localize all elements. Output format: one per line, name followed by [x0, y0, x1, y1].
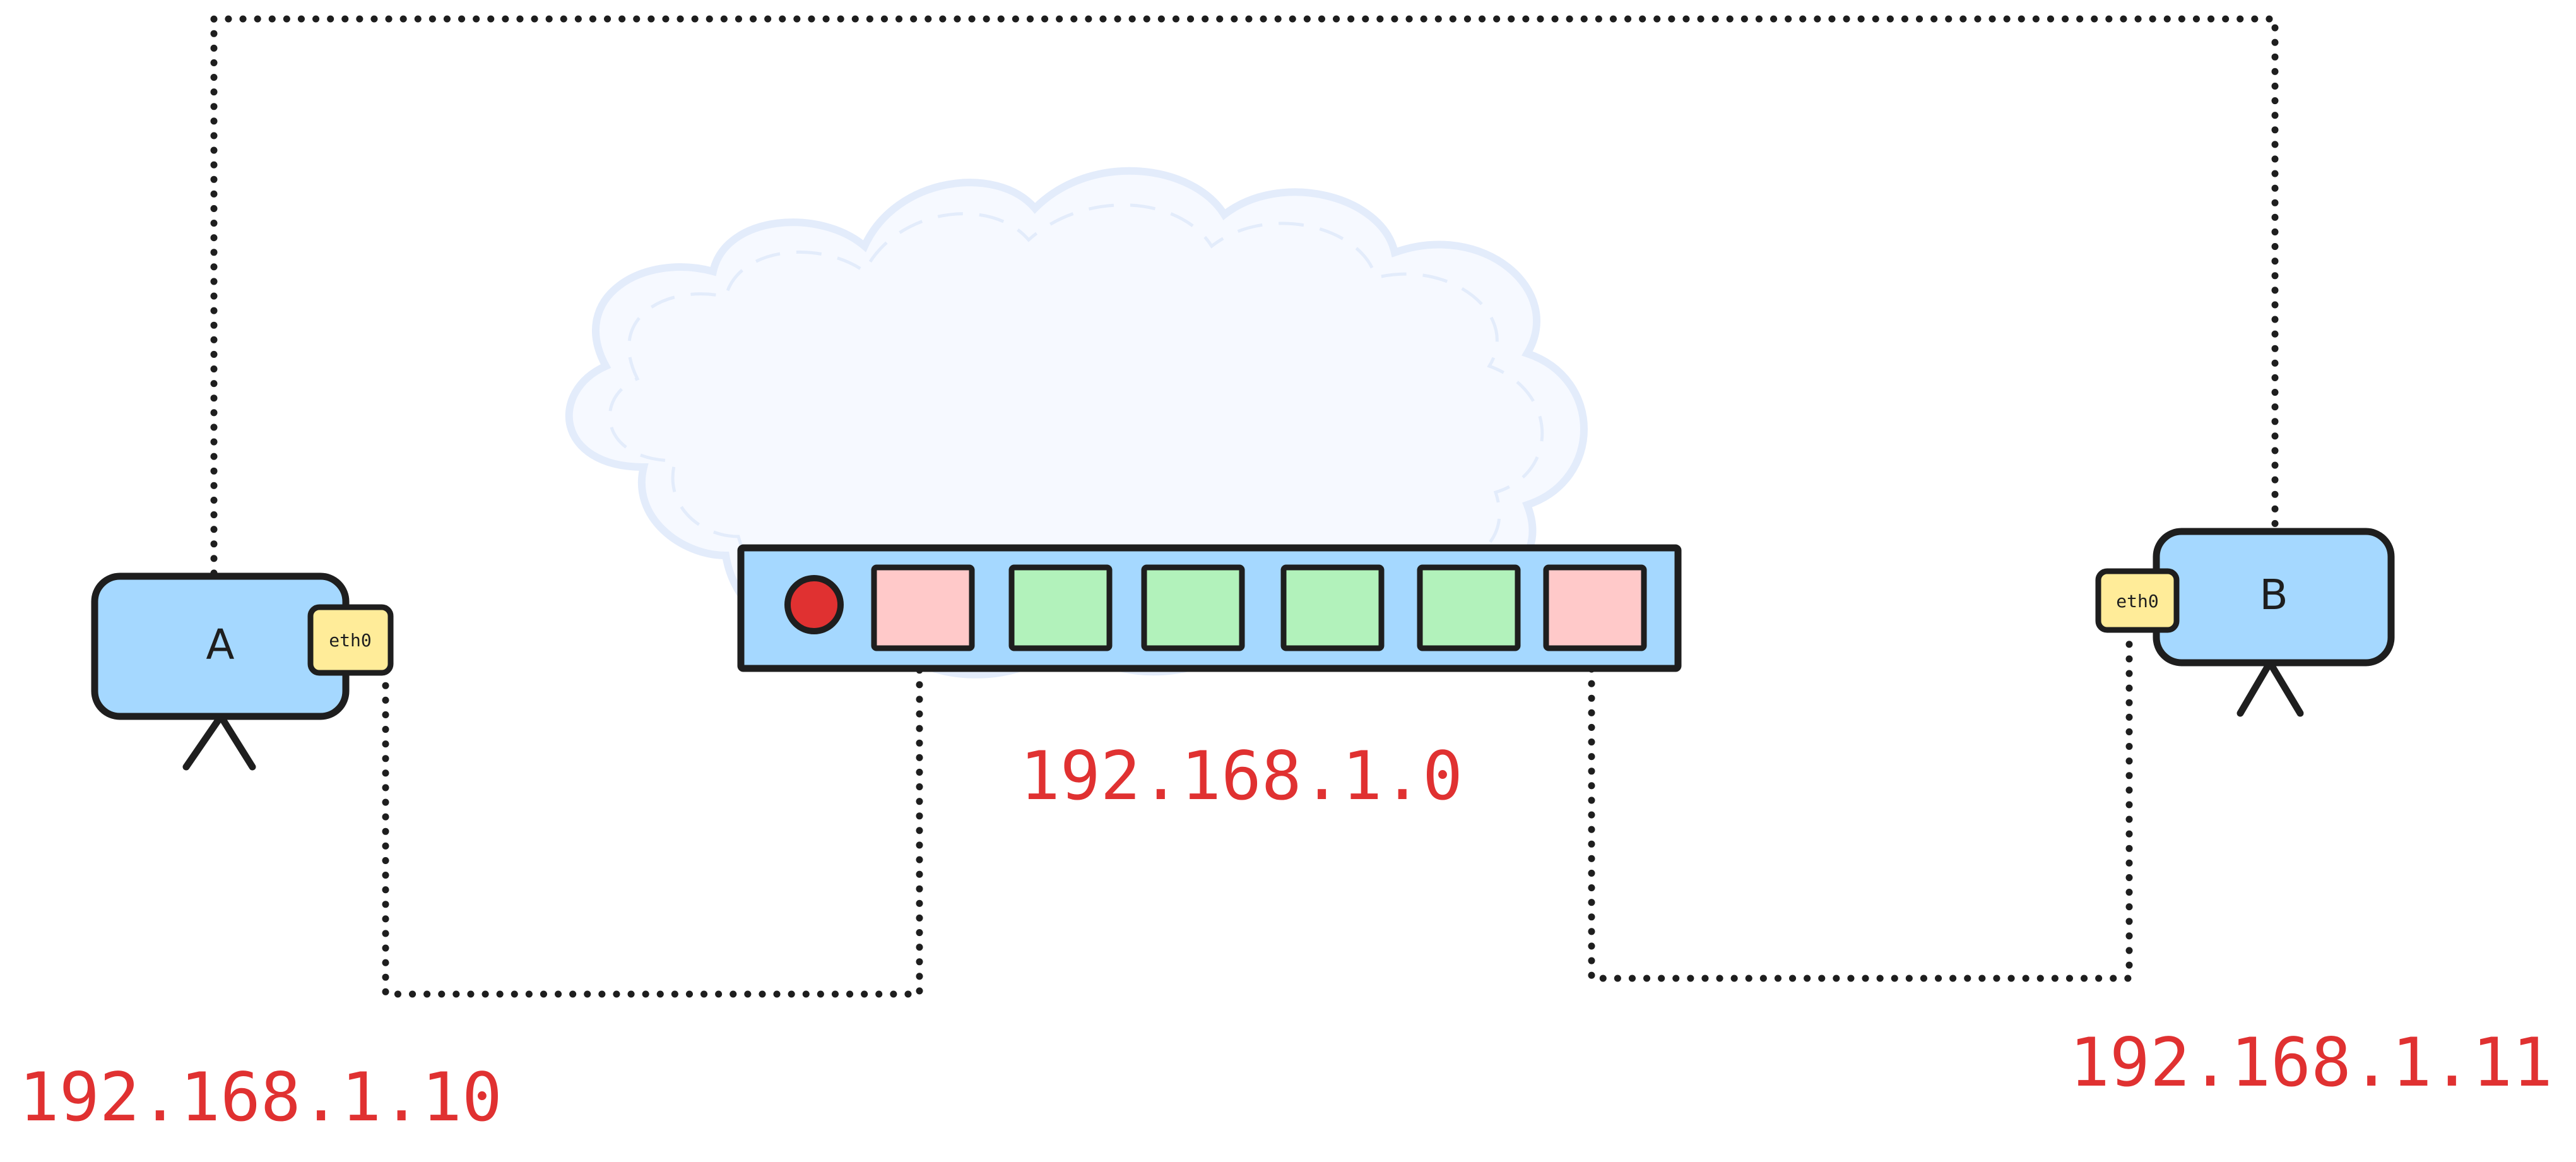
host-a-interface: [307, 604, 394, 676]
cable-a-to-b-top: [210, 15, 2279, 577]
cable-switch-to-b: [1588, 634, 2133, 982]
switch-port-5: [1417, 564, 1521, 651]
host-b-interface: [2095, 568, 2180, 633]
power-led: [784, 575, 844, 634]
network-switch: [737, 544, 1682, 672]
host-b-interface-label: eth0: [2116, 591, 2158, 612]
switch-port-6: [1543, 564, 1647, 651]
host-a: A eth0: [91, 572, 394, 771]
host-a-interface-label: eth0: [329, 630, 371, 651]
switch-port-2: [1008, 564, 1113, 651]
cable-a-to-switch: [382, 646, 923, 998]
host-b-ip-label: 192.168.1.11: [2069, 1024, 2553, 1101]
host-b: B eth0: [2095, 528, 2395, 717]
switch-port-3: [1141, 564, 1245, 651]
switch-port-1: [871, 564, 975, 651]
host-b-label: B: [2259, 571, 2288, 619]
switch-port-4: [1280, 564, 1385, 651]
subnet-address-label: 192.168.1.0: [1020, 737, 1463, 815]
host-a-label: A: [206, 620, 234, 669]
host-a-ip-label: 192.168.1.10: [19, 1058, 502, 1136]
